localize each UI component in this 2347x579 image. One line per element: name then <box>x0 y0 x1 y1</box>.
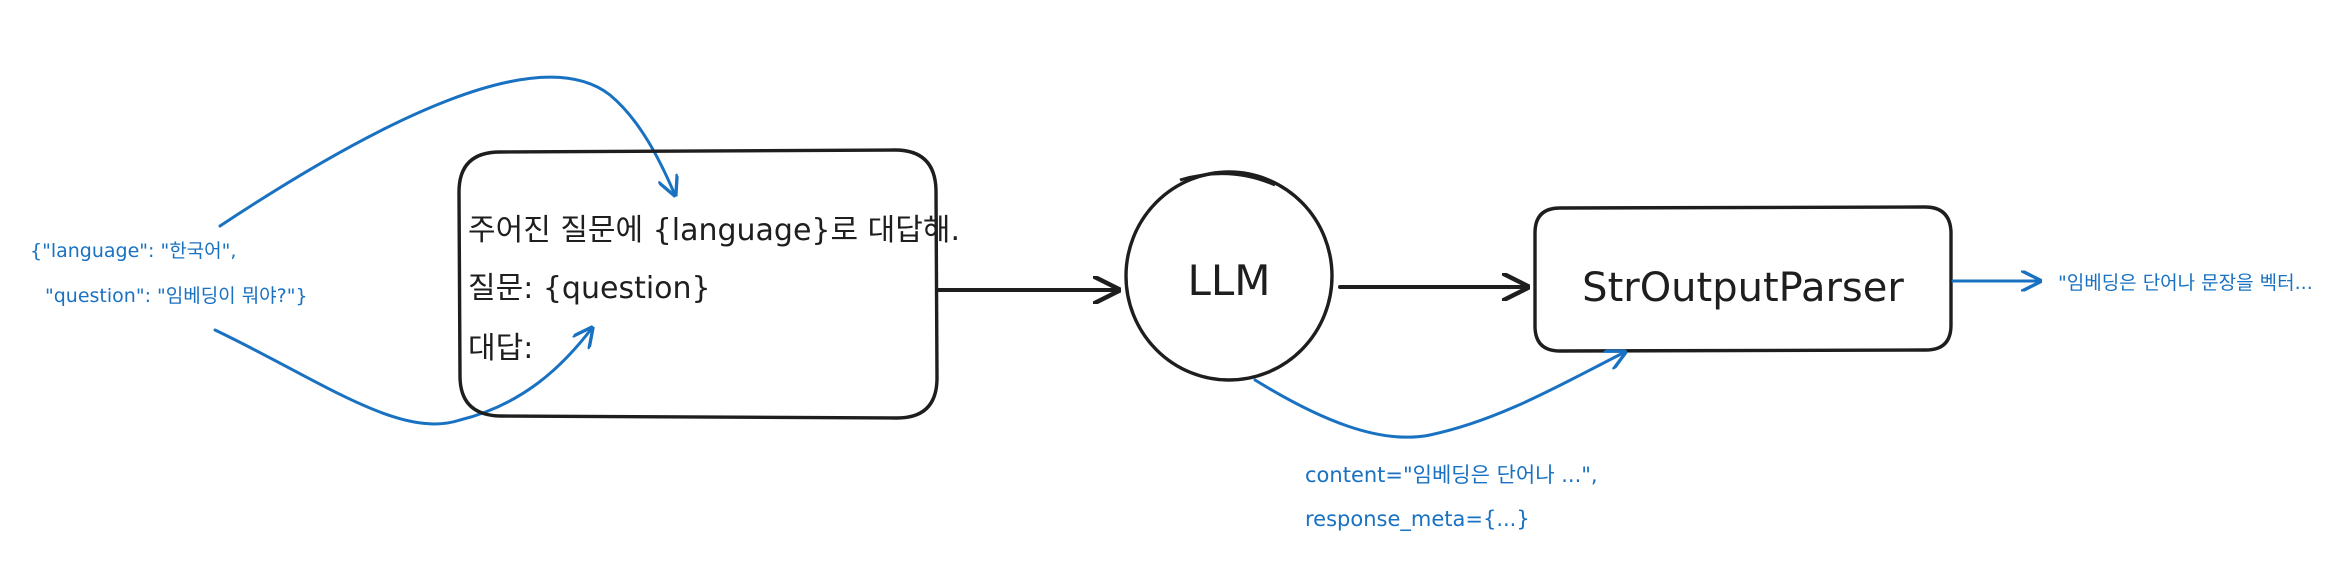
input-line-2: "question": "임베딩이 뭐야?"} <box>45 285 308 307</box>
input-to-question-arrow <box>213 328 592 426</box>
prompt-box-outline <box>457 148 939 420</box>
llm-message-arrow <box>1253 352 1625 439</box>
prompt-line-3: 대답: <box>468 331 533 366</box>
llm-circle-overstroke <box>1179 172 1276 187</box>
prompt-template-box: 주어진 질문에 {language}로 대답해. 질문: {question} … <box>457 148 960 420</box>
llm-label: LLM <box>1187 256 1270 305</box>
parser-box: StrOutputParser <box>1533 205 1953 353</box>
llm-circle <box>1124 170 1334 382</box>
llm-message-line-2: response_meta={...} <box>1305 507 1530 532</box>
parser-label: StrOutputParser <box>1582 265 1904 311</box>
input-text: {"language": "한국어", "question": "임베딩이 뭐야… <box>30 240 308 307</box>
input-to-language-arrow <box>218 75 675 228</box>
prompt-line-2: 질문: {question} <box>468 271 711 306</box>
input-line-1: {"language": "한국어", <box>30 240 236 262</box>
output-text: "임베딩은 단어나 문장을 벡터... <box>2058 272 2313 294</box>
parser-box-outline <box>1533 205 1953 353</box>
llm-node: LLM <box>1124 170 1334 382</box>
prompt-line-1: 주어진 질문에 {language}로 대답해. <box>468 213 960 248</box>
llm-message-line-1: content="임베딩은 단어나 ...", <box>1305 463 1598 487</box>
llm-message-text: content="임베딩은 단어나 ...", response_meta={.… <box>1305 463 1598 532</box>
